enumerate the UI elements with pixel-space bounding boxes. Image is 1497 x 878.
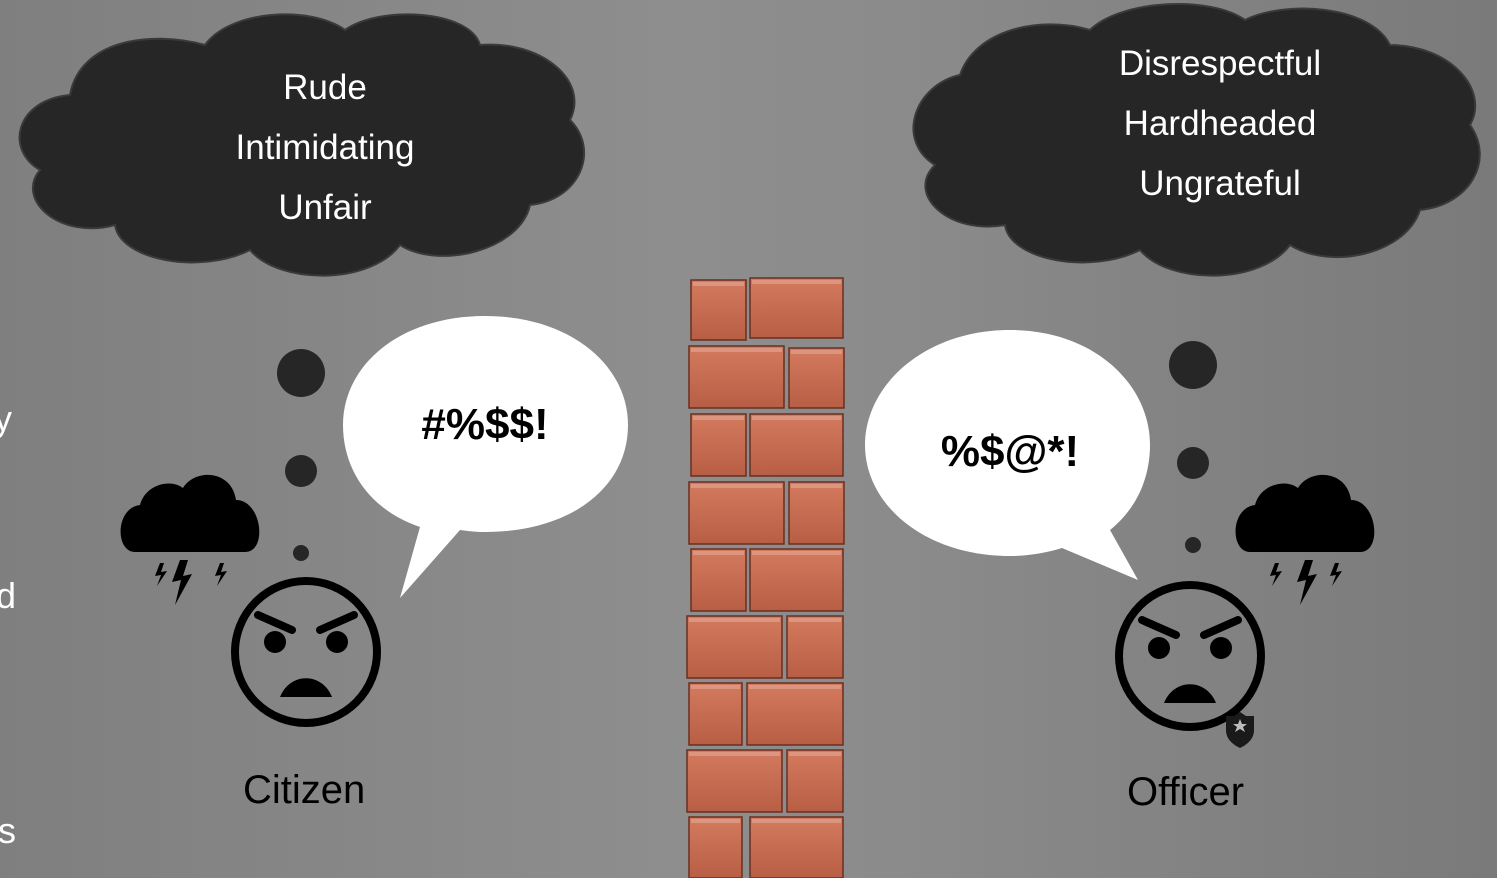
storm-cloud-icon: [120, 474, 260, 605]
officer-thought-word: Ungrateful: [1139, 164, 1301, 203]
officer-speech-bubble: [865, 330, 1150, 580]
cut-off-text: y: [0, 398, 12, 439]
police-badge-icon: [1226, 712, 1254, 748]
cut-off-text: d: [0, 575, 17, 616]
thought-bubble-small: [293, 545, 309, 561]
officer-thought-cloud: [912, 2, 1481, 553]
officer-speech-text: %$@*!: [940, 427, 1080, 476]
cut-off-text: s: [0, 810, 16, 851]
citizen-speech-bubble: [343, 316, 628, 598]
citizen-thought-cloud: [18, 13, 586, 561]
citizen-thought-words: Rude Intimidating Unfair: [205, 58, 445, 238]
citizen-caption: Citizen: [243, 768, 366, 812]
officer-thought-word: Disrespectful: [1118, 44, 1322, 83]
storm-cloud-icon: [1235, 474, 1375, 605]
officer-thought-word: Hardheaded: [1123, 104, 1317, 143]
thought-bubble-large: [1169, 341, 1217, 389]
citizen-thought-word: Intimidating: [235, 128, 415, 167]
angry-face-icon: [1115, 581, 1265, 731]
officer-caption: Officer: [1127, 770, 1245, 814]
angry-face-icon: [231, 577, 381, 727]
thought-bubble-medium: [285, 455, 317, 487]
citizen-speech-text: #%$$!: [421, 400, 549, 449]
brick-wall-icon: [686, 277, 845, 878]
thought-bubble-small: [1185, 537, 1201, 553]
citizen-thought-word: Rude: [283, 68, 367, 107]
citizen-thought-word: Unfair: [278, 188, 372, 227]
officer-thought-words: Disrespectful Hardheaded Ungrateful: [1090, 34, 1350, 214]
thought-bubble-large: [277, 349, 325, 397]
thought-bubble-medium: [1177, 447, 1209, 479]
